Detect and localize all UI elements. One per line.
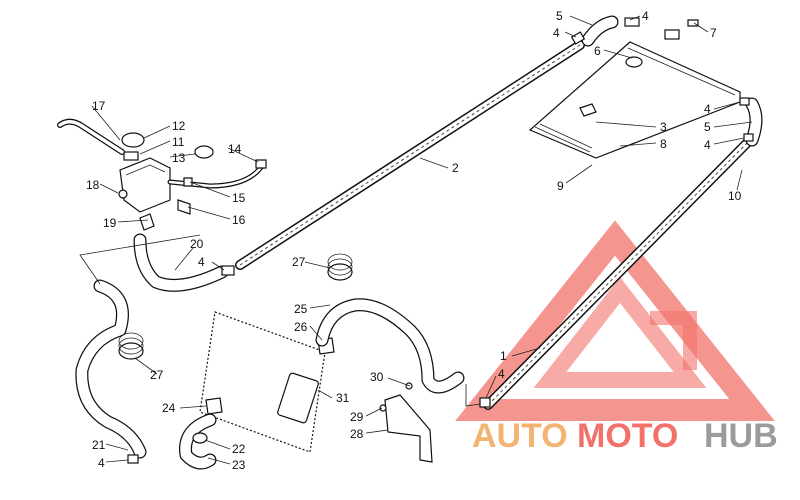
radiator-31: [199, 311, 335, 453]
callout-19: 19: [103, 216, 117, 230]
spring-clamp-27-top: [327, 253, 353, 281]
hose-20: [133, 233, 235, 292]
watermark-hub: HUB: [704, 417, 778, 455]
callout-23: 23: [232, 458, 246, 472]
hose-clamp-4-lower: [479, 397, 491, 408]
watermark-text: AUTO MOTO HUB: [472, 417, 778, 455]
hose-5-right: [739, 97, 763, 147]
callout-7: 7: [710, 26, 717, 40]
callout-4: 4: [642, 9, 649, 23]
callout-4: 4: [704, 138, 711, 152]
callout-20: 20: [190, 237, 204, 251]
hose-15: [167, 145, 267, 189]
callout-5: 5: [704, 120, 711, 134]
callout-14: 14: [228, 142, 242, 156]
watermark-auto: AUTO: [472, 417, 568, 455]
hose-25: [315, 298, 465, 394]
callout-4: 4: [553, 26, 560, 40]
watermark-logo: [455, 220, 775, 421]
coolant-tube-1: [483, 137, 753, 410]
callout-15: 15: [232, 191, 246, 205]
reservoir-cap-12: [121, 132, 145, 148]
callout-30: 30: [370, 370, 384, 384]
callout-24: 24: [162, 401, 176, 415]
callout-26: 26: [294, 320, 308, 334]
hose-23: [179, 413, 217, 470]
callout-labels: 5 4 4 6 7 17 12 11 13 14 18 15 16 19 2 3…: [86, 9, 742, 472]
callout-4: 4: [498, 367, 505, 381]
coolant-tube-2: [235, 40, 585, 270]
bracket-28: [379, 382, 433, 463]
callout-11: 11: [172, 135, 185, 149]
callout-4: 4: [704, 102, 711, 116]
callout-9: 9: [557, 179, 564, 193]
callout-21: 21: [92, 438, 106, 452]
callout-31: 31: [336, 391, 350, 405]
callout-3: 3: [660, 120, 667, 134]
callout-29: 29: [350, 410, 364, 424]
watermark-moto: MOTO: [577, 417, 678, 455]
callout-25: 25: [294, 302, 308, 316]
callout-28: 28: [350, 427, 364, 441]
heat-exchanger-3: [528, 41, 741, 159]
callout-27: 27: [292, 255, 306, 269]
coolant-reservoir-11: [118, 132, 191, 231]
hose-21: [75, 279, 147, 464]
callout-18: 18: [86, 178, 100, 192]
callout-8: 8: [660, 137, 667, 151]
callout-27: 27: [150, 368, 164, 382]
callout-17: 17: [92, 99, 106, 113]
callout-5: 5: [556, 9, 563, 23]
callout-12: 12: [172, 119, 186, 133]
callout-4: 4: [98, 456, 105, 470]
callout-2: 2: [452, 161, 459, 175]
callout-22: 22: [232, 442, 246, 456]
hose-5-top: [570, 15, 699, 47]
callout-1: 1: [500, 349, 507, 363]
spring-clamp-27-left: [118, 332, 144, 360]
callout-13: 13: [172, 151, 186, 165]
callout-10: 10: [728, 189, 742, 203]
callout-6: 6: [594, 44, 601, 58]
callout-4: 4: [198, 255, 205, 269]
callout-16: 16: [232, 213, 246, 227]
overflow-tube-17: [57, 118, 125, 155]
leader-lines: [79, 15, 753, 465]
